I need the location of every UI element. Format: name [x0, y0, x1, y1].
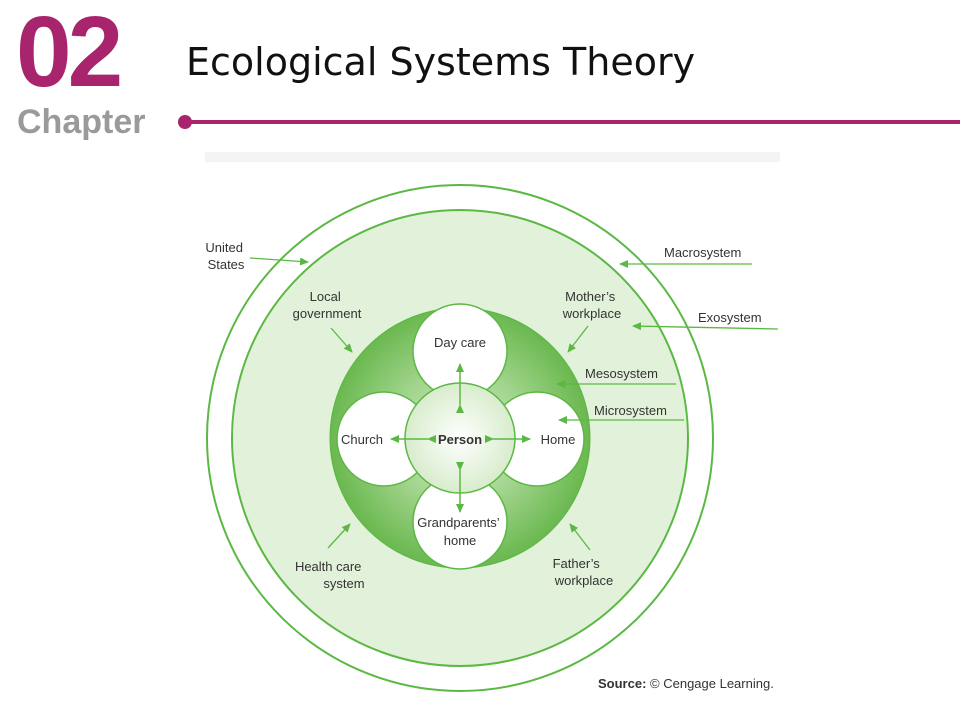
label-church: Church — [341, 432, 383, 447]
source-text: © Cengage Learning. — [650, 676, 774, 691]
slide-title: Ecological Systems Theory — [186, 40, 696, 84]
source-credit: Source: © Cengage Learning. — [598, 675, 774, 693]
label-person: Person — [438, 432, 482, 447]
label-mothers-workplace: Mother’s workplace — [562, 289, 622, 321]
title-rule-dot — [178, 115, 192, 129]
arrow-exosystem — [632, 322, 779, 331]
arrow-local-government — [330, 327, 353, 353]
label-united-states: United States — [205, 240, 246, 272]
arrow-health-care — [327, 523, 351, 549]
arrow-fathers-workplace — [569, 523, 591, 551]
arrow-mothers-workplace — [567, 325, 589, 353]
label-day-care: Day care — [434, 335, 486, 350]
label-exosystem: Exosystem — [698, 310, 762, 325]
title-rule — [190, 120, 960, 124]
label-mesosystem: Mesosystem — [585, 366, 658, 381]
label-fathers-workplace: Father’s workplace — [553, 556, 614, 588]
label-macrosystem: Macrosystem — [664, 245, 741, 260]
label-microsystem: Microsystem — [594, 403, 667, 418]
chapter-number: 02 — [16, 0, 123, 108]
label-home: Home — [541, 432, 576, 447]
label-health-care: Health care system — [295, 559, 365, 591]
arrow-united-states — [249, 257, 309, 266]
background-band — [205, 152, 780, 162]
source-label: Source: — [598, 676, 647, 691]
chapter-label: Chapter — [17, 103, 146, 141]
label-local-government: Local government — [293, 289, 362, 321]
label-grandparents-home: Grandparents’ home — [417, 515, 503, 548]
